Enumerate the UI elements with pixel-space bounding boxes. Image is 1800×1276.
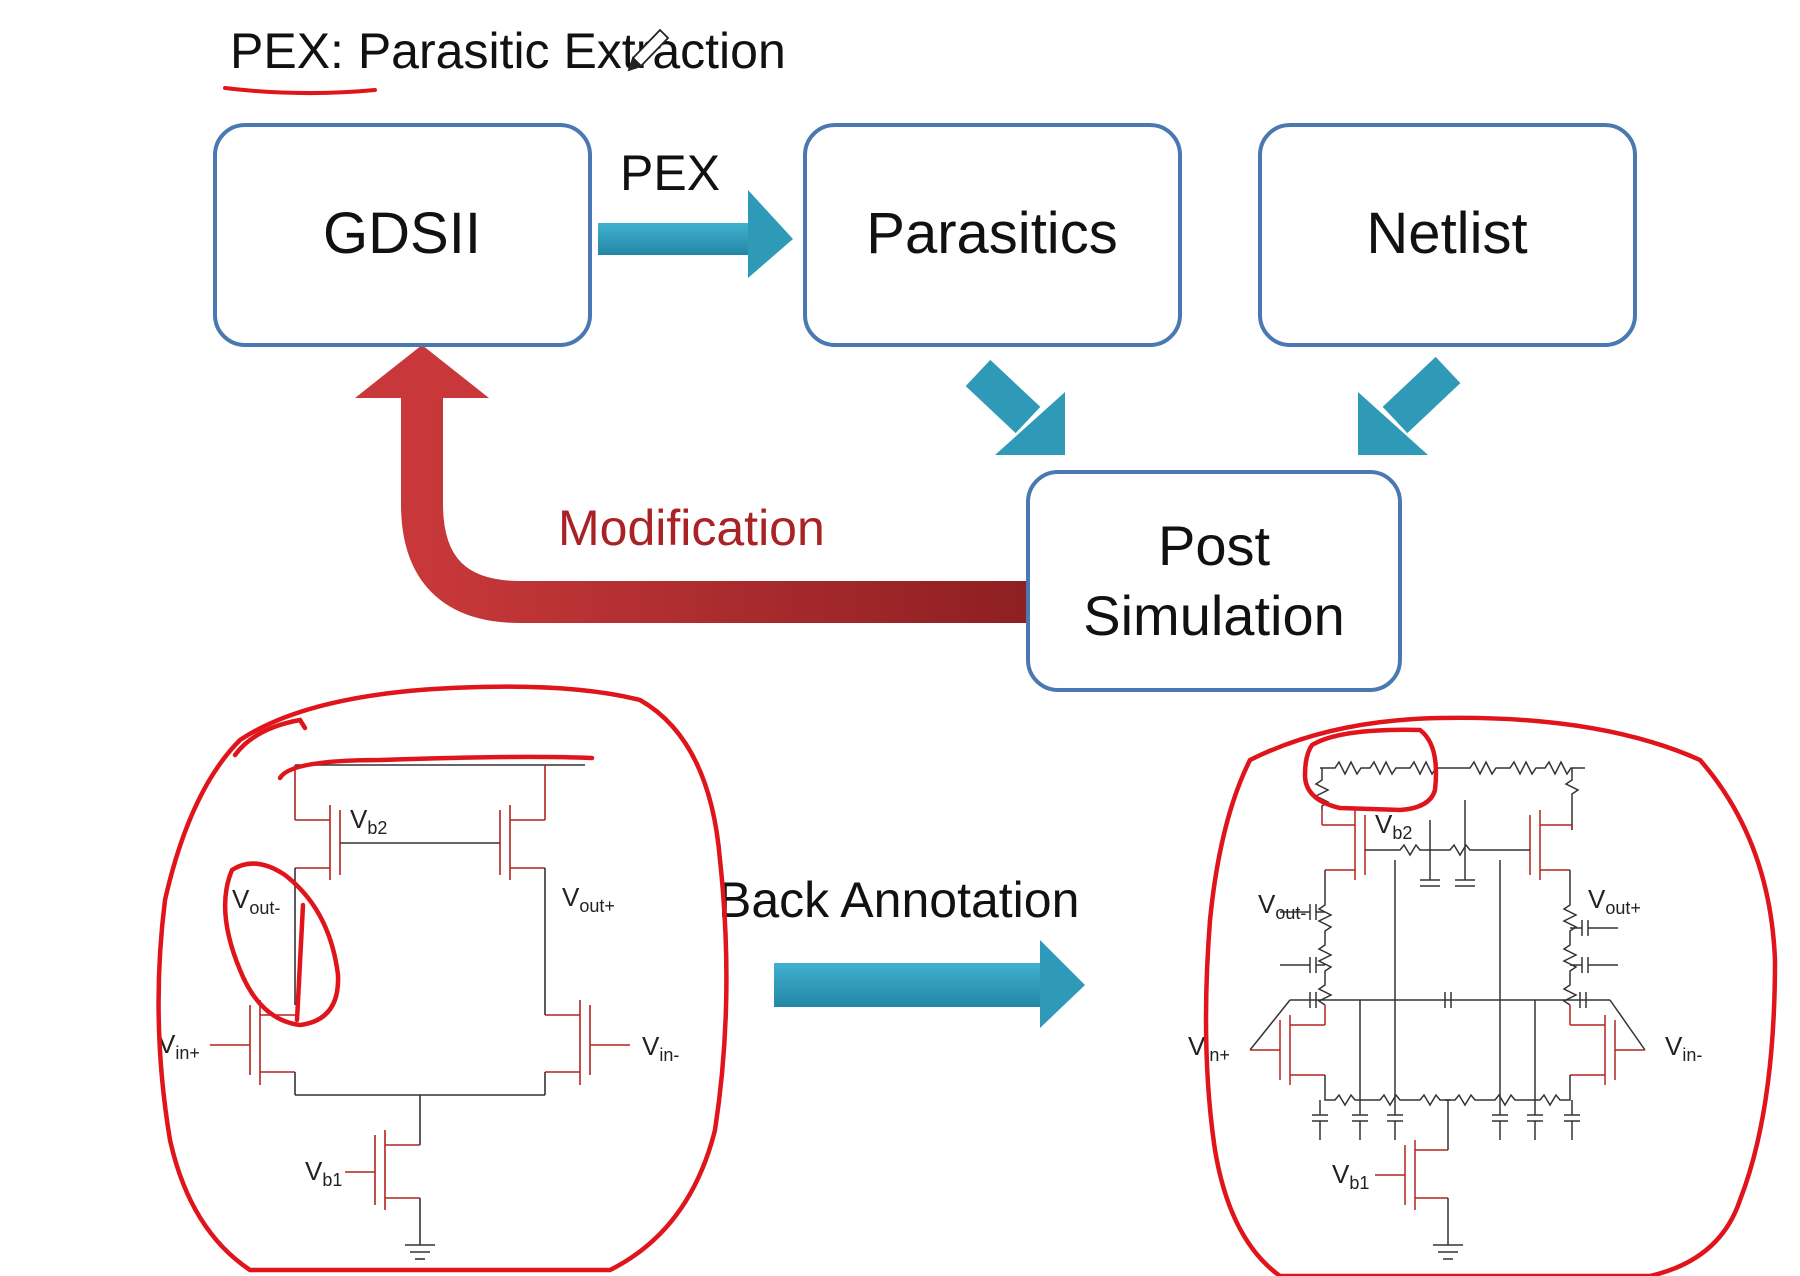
parasitics-box: Parasitics [803,123,1182,347]
ink-stroke-vout [294,902,306,1023]
parasitics-to-post-arrow [965,359,1065,455]
modification-arrow [355,345,1028,623]
svg-text:Vout-: Vout- [232,884,280,918]
svg-text:Vin-: Vin- [1665,1031,1702,1065]
svg-text:Vout-: Vout- [1258,889,1306,923]
netlist-box: Netlist [1258,123,1637,347]
page-title: PEX: Parasitic Extraction [230,23,786,79]
left-schematic-labels: Vb2 Vout- Vout+ Vin+ Vin- Vb1 [158,804,679,1190]
svg-text:Vout+: Vout+ [562,882,615,916]
svg-text:Vout+: Vout+ [1588,884,1641,918]
post-simulation-box: Post Simulation [1026,470,1402,692]
ink-annotations [156,684,1778,1276]
svg-text:Vb1: Vb1 [1332,1159,1369,1193]
svg-text:Vb1: Vb1 [305,1156,342,1190]
pex-arrow [598,190,793,278]
svg-text:Vb2: Vb2 [1375,809,1412,843]
ink-circle-right [1203,715,1778,1276]
gdsii-label: GDSII [323,201,481,266]
svg-text:Vin+: Vin+ [158,1029,200,1063]
ink-underline-rail [277,754,595,781]
right-schematic [1249,760,1646,1260]
ink-tick-left [232,717,308,758]
title-underline-ink [223,86,377,96]
svg-text:Vin+: Vin+ [1188,1031,1230,1065]
pen-cursor-icon [627,28,670,72]
netlist-label: Netlist [1366,201,1527,266]
back-annotation-label: Back Annotation [718,872,1079,928]
gdsii-box: GDSII [213,123,592,347]
svg-text:Vin-: Vin- [642,1031,679,1065]
ink-circle-vout [222,861,341,1028]
simulation-label: Simulation [1083,584,1344,647]
netlist-to-post-arrow [1358,356,1461,455]
left-schematic [210,764,630,1260]
ink-circle-left [156,684,729,1273]
post-label: Post [1158,514,1270,577]
modification-label: Modification [558,500,825,556]
pex-label: PEX [620,145,720,201]
parasitics-label: Parasitics [866,201,1117,266]
ink-circle-resistor [1302,727,1439,813]
svg-text:Vb2: Vb2 [350,804,387,838]
right-schematic-labels: Vb2 Vout- Vout+ Vin+ Vin- Vb1 [1188,809,1702,1193]
back-annotation-arrow [774,940,1085,1028]
